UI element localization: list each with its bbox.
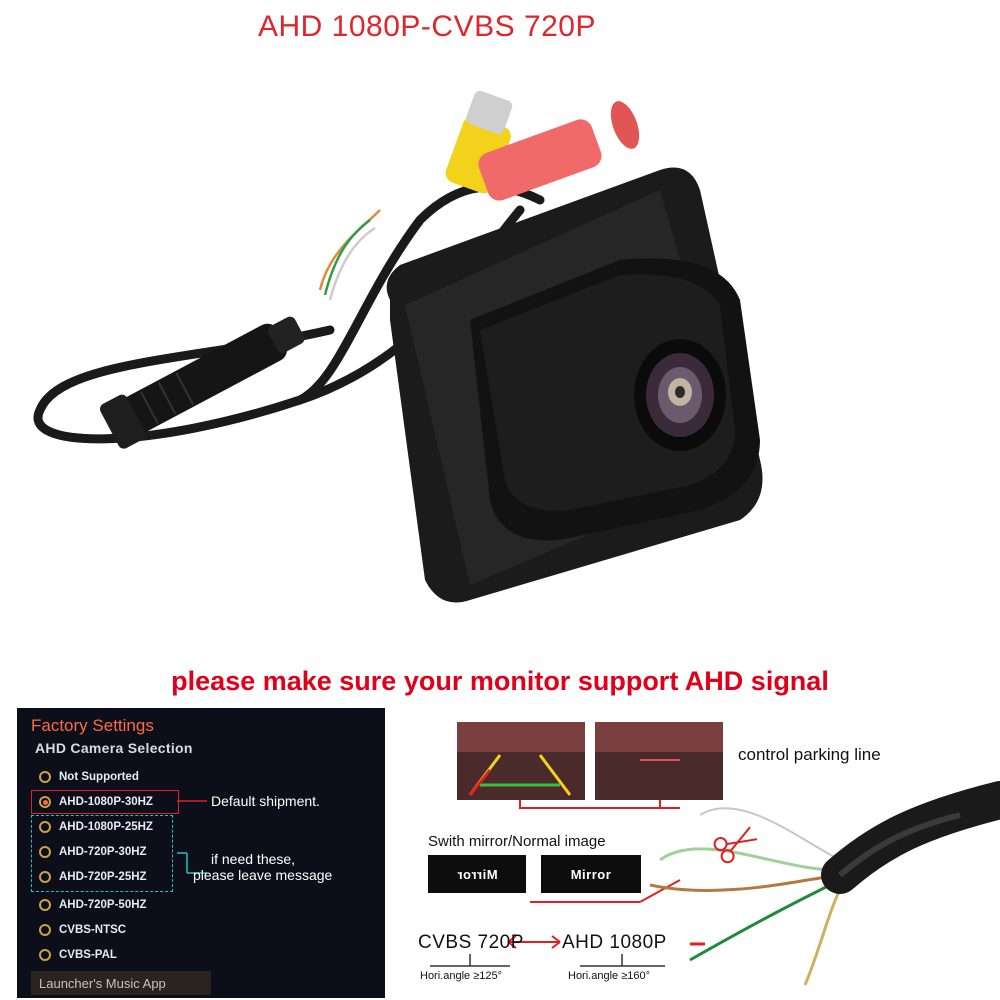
radio-icon — [39, 949, 51, 961]
leave-message-note-line2: please leave message — [193, 867, 333, 883]
monitor-warning: please make sure your monitor support AH… — [171, 666, 829, 696]
option-cvbs-pal[interactable]: CVBS-PAL — [39, 944, 117, 966]
radio-icon — [39, 771, 51, 783]
radio-icon — [39, 821, 51, 833]
mirror-reversed-button[interactable]: Mirror — [428, 855, 526, 893]
ahd-1080p-label: AHD 1080P — [562, 932, 667, 953]
default-shipment-note: Default shipment. — [211, 793, 320, 809]
control-parking-line-label: control parking line — [738, 745, 881, 764]
factory-settings-header: Factory Settings — [31, 716, 154, 735]
option-not-supported[interactable]: Not Supported — [39, 766, 139, 788]
option-ahd-1080p-25hz[interactable]: AHD-1080P-25HZ — [39, 816, 153, 838]
ahd-camera-selection-title: AHD Camera Selection — [35, 740, 193, 756]
radio-icon — [39, 846, 51, 858]
cvbs-hori-angle: Hori.angle ≥125° — [420, 970, 502, 982]
page-title: AHD 1080P-CVBS 720P — [258, 10, 597, 43]
ahd-hori-angle: Hori.angle ≥160° — [568, 970, 650, 982]
radio-icon — [39, 899, 51, 911]
scissors-icon — [713, 826, 758, 864]
wiring-diagram — [430, 722, 1000, 986]
factory-settings-panel: Factory Settings AHD Camera Selection No… — [17, 708, 385, 998]
switch-mirror-label: Swith mirror/Normal image — [428, 833, 606, 850]
radio-selected-icon — [39, 796, 51, 808]
option-ahd-720p-25hz[interactable]: AHD-720P-25HZ — [39, 866, 147, 888]
cvbs-720p-label: CVBS 720P — [418, 932, 524, 953]
option-ahd-720p-50hz[interactable]: AHD-720P-50HZ — [39, 894, 147, 916]
option-ahd-720p-30hz[interactable]: AHD-720P-30HZ — [39, 841, 147, 863]
option-ahd-1080p-30hz[interactable]: AHD-1080P-30HZ — [39, 791, 153, 813]
radio-icon — [39, 924, 51, 936]
radio-icon — [39, 871, 51, 883]
launcher-music-app[interactable]: Launcher's Music App — [31, 971, 211, 995]
optional-highlight-box — [31, 815, 173, 892]
callout-lines — [177, 800, 207, 874]
default-highlight-box — [31, 790, 179, 814]
mirror-button[interactable]: Mirror — [541, 855, 641, 893]
option-cvbs-ntsc[interactable]: CVBS-NTSC — [39, 919, 126, 941]
camera-product-image — [33, 90, 763, 603]
leave-message-note-line1: if need these, — [211, 851, 296, 867]
